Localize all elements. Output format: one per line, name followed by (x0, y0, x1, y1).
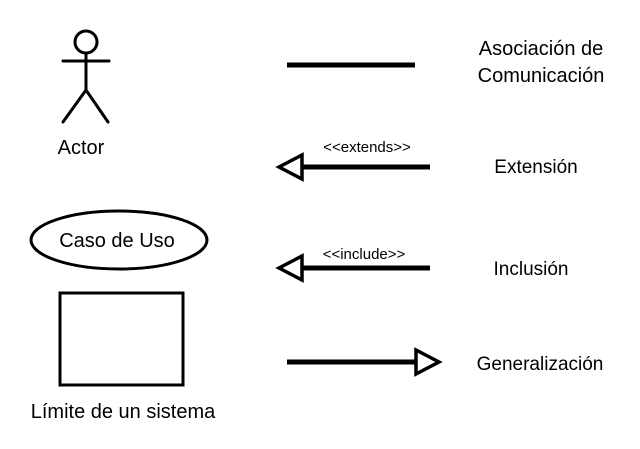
actor-icon (61, 29, 111, 124)
include-stereotype: <<include>> (323, 246, 406, 263)
extension-arrow (275, 152, 430, 182)
system-boundary-label: Límite de un sistema (31, 401, 216, 423)
generalization-arrow (287, 347, 443, 377)
inclusion-arrow (275, 253, 430, 283)
association-label-line2: Comunicación (478, 65, 605, 87)
extends-stereotype: <<extends>> (323, 139, 411, 156)
extension-label: Extensión (494, 157, 577, 178)
actor-label: Actor (58, 137, 105, 159)
inclusion-label: Inclusión (494, 259, 569, 280)
generalization-label: Generalización (477, 354, 604, 375)
system-boundary-rect (58, 291, 185, 387)
association-label-line1: Asociación de (479, 38, 604, 60)
use-case-ellipse (29, 209, 209, 271)
use-case-label: Caso de Uso (59, 230, 175, 252)
